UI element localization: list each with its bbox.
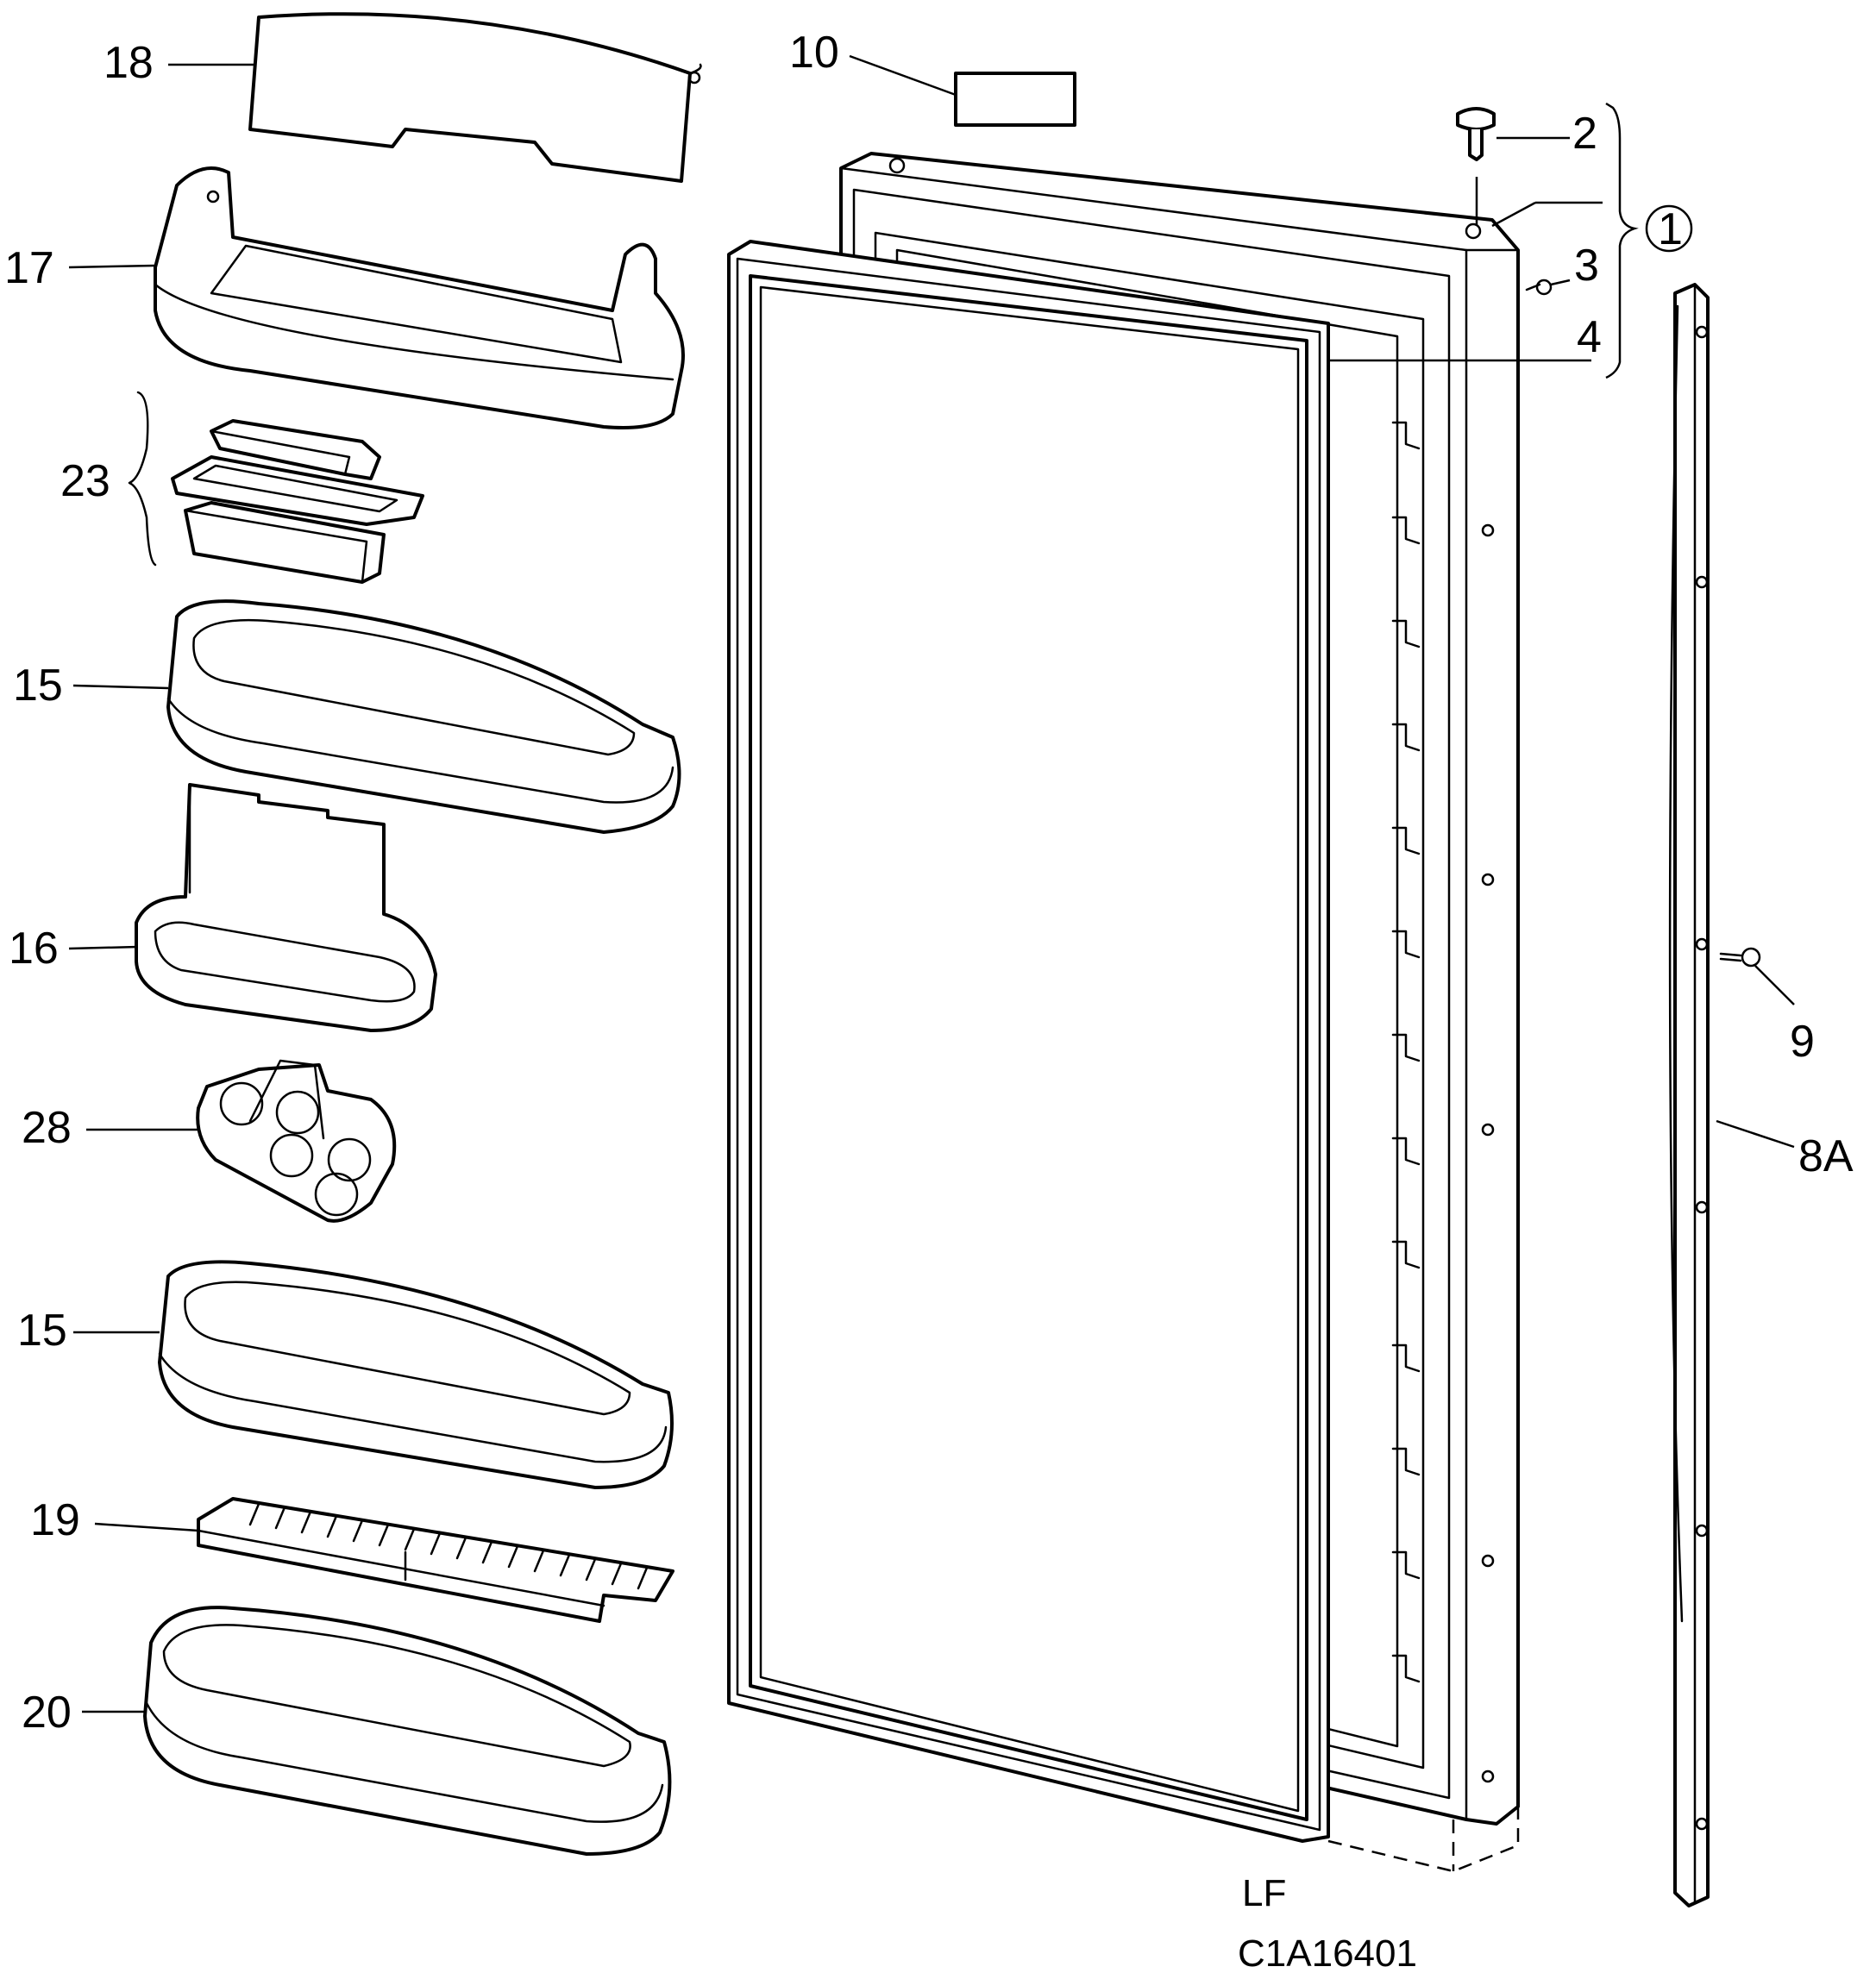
part-15-lower-oval-shelf bbox=[158, 1260, 674, 1489]
part-17-bin bbox=[154, 166, 685, 429]
label-4: 4 bbox=[1577, 312, 1602, 362]
group-1-bracket bbox=[1605, 102, 1639, 379]
part-labels: 18 17 23 15 16 28 15 19 20 10 2 1 3 4 9 … bbox=[4, 28, 1854, 1973]
part-15-upper-oval-shelf bbox=[166, 599, 681, 834]
label-9: 9 bbox=[1790, 1017, 1815, 1067]
part-4-gasket bbox=[727, 240, 1330, 1843]
part-2-pin bbox=[1456, 107, 1496, 161]
drawing-code: C1A16401 bbox=[1238, 1932, 1417, 1973]
label-16: 16 bbox=[9, 924, 59, 974]
part-18-flap-lid bbox=[248, 12, 702, 183]
label-20: 20 bbox=[22, 1688, 72, 1738]
group-1-circle bbox=[1645, 204, 1693, 253]
part-20-bottom-bin bbox=[143, 1606, 672, 1856]
label-10: 10 bbox=[789, 28, 839, 78]
label-15-lower: 15 bbox=[17, 1306, 67, 1356]
part-23-butter-dish-set bbox=[128, 391, 424, 584]
label-17: 17 bbox=[4, 243, 54, 293]
label-1: 1 bbox=[1658, 204, 1683, 254]
part-19-grille bbox=[197, 1497, 674, 1623]
part-28-egg-tray bbox=[196, 1059, 397, 1223]
label-18: 18 bbox=[104, 38, 154, 88]
part-10-name-plate bbox=[954, 72, 1076, 127]
label-23: 23 bbox=[60, 456, 110, 506]
part-8a-trim-strip bbox=[1668, 283, 1710, 1907]
label-2: 2 bbox=[1572, 109, 1597, 159]
label-3: 3 bbox=[1574, 241, 1599, 291]
label-19: 19 bbox=[30, 1495, 80, 1545]
label-28: 28 bbox=[22, 1103, 72, 1153]
part-9-screw bbox=[1719, 947, 1761, 968]
hidden-edge-outline bbox=[1327, 1807, 1520, 1873]
part-16-bottle-holder bbox=[135, 783, 437, 1032]
label-8a: 8A bbox=[1798, 1131, 1854, 1181]
leader-lines bbox=[68, 54, 1795, 1713]
part-3-screw bbox=[1525, 279, 1553, 296]
label-15-upper: 15 bbox=[13, 661, 63, 711]
label-lf: LF bbox=[1242, 1872, 1286, 1914]
